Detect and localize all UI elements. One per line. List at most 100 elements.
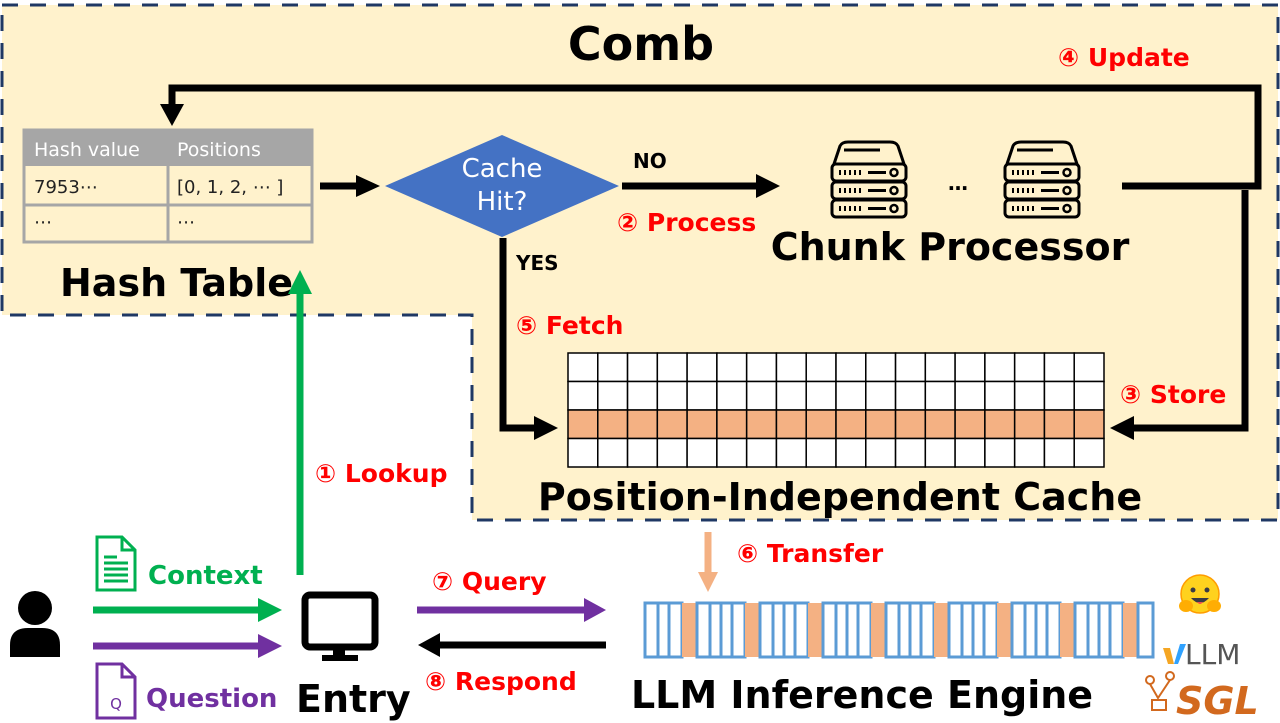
hugging-face-logo (1179, 574, 1221, 614)
yes-branch-arrow (499, 238, 558, 440)
cache-cell (835, 437, 867, 468)
cache-cell (865, 380, 897, 411)
transfer-arrow (698, 532, 718, 592)
hash-table-header-hash: Hash value (34, 139, 140, 161)
hash-table-cell: 7953⋯ (34, 177, 98, 198)
step-store: ③ Store (1120, 380, 1226, 409)
cache-cell (984, 352, 1016, 383)
server-unit (1003, 198, 1081, 219)
update-loop-arrow (160, 84, 1262, 190)
cache-cell (1013, 437, 1046, 468)
step-respond: ⑧ Respond (425, 667, 577, 696)
cache-cell (567, 352, 599, 383)
cache-cell (984, 409, 1016, 440)
cache-cell (1043, 380, 1075, 411)
decision-line2: Hit? (477, 187, 528, 217)
cache-cell (597, 437, 629, 468)
engine-token-block (695, 601, 747, 659)
step-fetch: ⑤ Fetch (516, 311, 623, 340)
engine-token-block (643, 601, 684, 659)
cache-cell (894, 380, 927, 411)
cache-cell (805, 437, 837, 468)
cache-cell (626, 437, 659, 468)
decision-line1: Cache (462, 154, 543, 184)
query-arrow (417, 598, 606, 622)
cache-cell (686, 437, 718, 468)
engine-token-block (1073, 601, 1125, 659)
cache-cell (805, 409, 837, 440)
server-button (1062, 203, 1072, 214)
cache-cell (924, 352, 956, 383)
engine-cached-chunk (871, 603, 886, 657)
cache-cell (1043, 352, 1075, 383)
server-unit (830, 198, 908, 219)
cache-cell (865, 437, 897, 468)
cache-cell (1043, 409, 1075, 440)
context-label: Context (148, 561, 263, 591)
engine-token-block (947, 601, 999, 659)
cache-cell (716, 409, 748, 440)
engine-cached-chunk (934, 603, 949, 657)
question-label: Question (146, 684, 277, 714)
cache-cell (745, 380, 778, 411)
cache-cell (626, 380, 659, 411)
cache-cell (894, 409, 927, 440)
cache-cell (626, 352, 659, 383)
cache-cell (626, 409, 659, 440)
engine-cached-chunk (1123, 603, 1138, 657)
cache-cell (1013, 380, 1046, 411)
server-top (831, 140, 907, 166)
cache-cell (745, 437, 778, 468)
server-icon (830, 140, 908, 219)
cache-cell (745, 409, 778, 440)
entry-monitor-icon (301, 591, 379, 661)
no-label: NO (633, 149, 667, 173)
question-icon-letter: Q (110, 695, 122, 713)
cache-label: Position-Independent Cache (538, 475, 1142, 519)
cache-cell (1073, 437, 1105, 468)
step-transfer: ⑥ Transfer (737, 539, 884, 568)
step-query: ⑦ Query (432, 567, 547, 596)
server-top (1004, 140, 1080, 166)
server-ellipsis: … (948, 171, 968, 195)
cache-cell (716, 437, 748, 468)
respond-arrow (418, 633, 606, 657)
context-document-icon (95, 535, 137, 592)
chunk-processor-label: Chunk Processor (771, 225, 1130, 269)
cache-cell (954, 352, 986, 383)
cache-hit-decision: Cache Hit? (385, 135, 619, 237)
cache-cell (894, 437, 927, 468)
llm-engine-strip (643, 601, 1155, 659)
engine-cached-chunk (745, 603, 760, 657)
engine-token-block (758, 601, 810, 659)
cache-cell (597, 380, 629, 411)
cache-cell (835, 409, 867, 440)
cache-cell (567, 409, 599, 440)
cache-cell (775, 409, 807, 440)
cache-cell (984, 380, 1016, 411)
vllm-logo: LLM (1163, 638, 1240, 671)
yes-label: YES (515, 251, 559, 275)
hash-table-label: Hash Table (60, 261, 293, 305)
cache-cell (805, 380, 837, 411)
cache-cell (656, 437, 688, 468)
cache-cell (865, 352, 897, 383)
context-arrow (93, 598, 282, 622)
step-update: ④ Update (1058, 43, 1190, 72)
cache-cell (924, 437, 956, 468)
cache-cell (716, 380, 748, 411)
step-lookup: ① Lookup (315, 459, 447, 488)
cache-cell (716, 352, 748, 383)
engine-label: LLM Inference Engine (631, 673, 1093, 717)
server-button (889, 185, 899, 196)
question-document-icon: Q (95, 662, 137, 720)
engine-cached-chunk (1060, 603, 1075, 657)
cache-cell (1073, 380, 1105, 411)
no-branch-arrow (622, 174, 780, 198)
engine-cached-chunk (808, 603, 823, 657)
cache-cell (1043, 437, 1075, 468)
chunk-processor-servers (830, 140, 1081, 219)
lookup-arrow (288, 270, 312, 575)
cache-cell (924, 380, 956, 411)
cache-cell (1013, 409, 1046, 440)
